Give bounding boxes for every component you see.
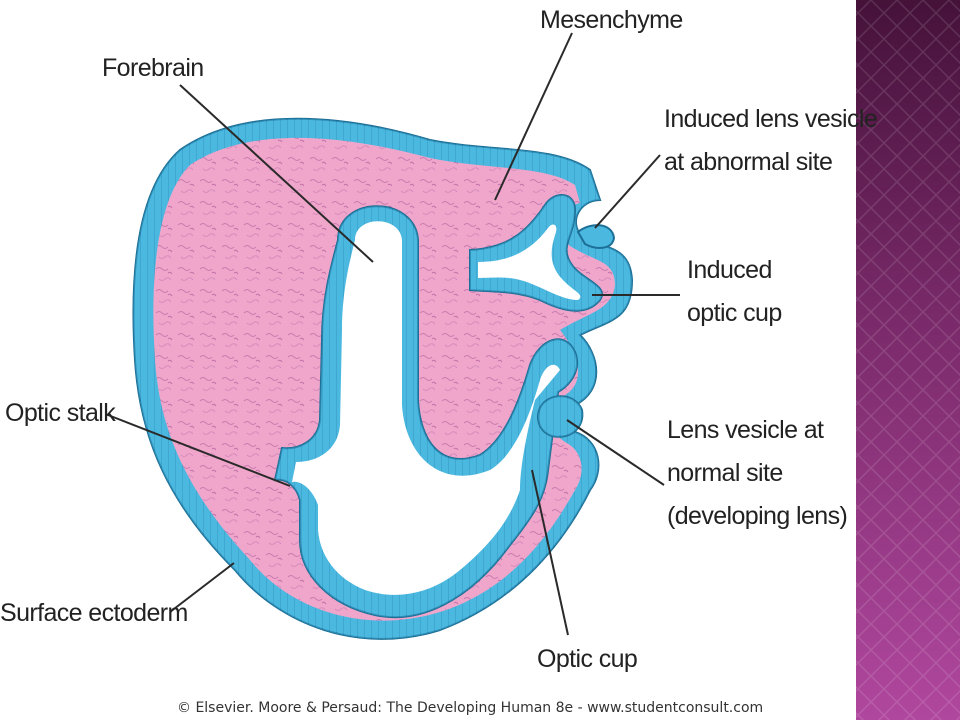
label-optic-cup: Optic cup [537,645,637,673]
label-forebrain: Forebrain [102,54,204,82]
leader-induced-lens-vesicle [594,154,661,229]
label-induced-lens-vesicle-line1: Induced lens vesicle [664,105,877,133]
labels: Mesenchyme Forebrain Induced lens vesicl… [0,6,878,673]
forebrain-lumen [292,221,560,595]
leader-lens-vesicle-normal [566,419,665,486]
label-lens-vesicle-normal-line3: (developing lens) [667,502,847,530]
leader-optic-stalk [107,414,291,487]
leader-mesenchyme [494,32,573,201]
label-lens-vesicle-normal-line2: normal site [667,459,783,487]
side-decoration-panel [856,0,960,720]
label-induced-lens-vesicle-line2: at abnormal site [664,148,832,176]
label-induced-optic-cup-line2: optic cup [687,299,782,327]
induced-optic-cup [469,194,603,312]
copyright-credit: © Elsevier. Moore & Persaud: The Develop… [177,700,763,716]
induced-lens-vesicle [576,224,616,249]
label-optic-stalk: Optic stalk [5,399,116,427]
label-induced-optic-cup-line1: Induced [687,256,772,284]
leader-optic-cup [531,469,569,636]
label-lens-vesicle-normal-line1: Lens vesicle at [667,416,824,444]
label-mesenchyme: Mesenchyme [540,6,683,34]
leader-forebrain [179,84,374,263]
label-surface-ectoderm: Surface ectoderm [0,599,188,627]
leader-lines [107,32,680,636]
leader-surface-ectoderm [169,562,235,613]
lens-vesicle-normal [537,395,584,438]
